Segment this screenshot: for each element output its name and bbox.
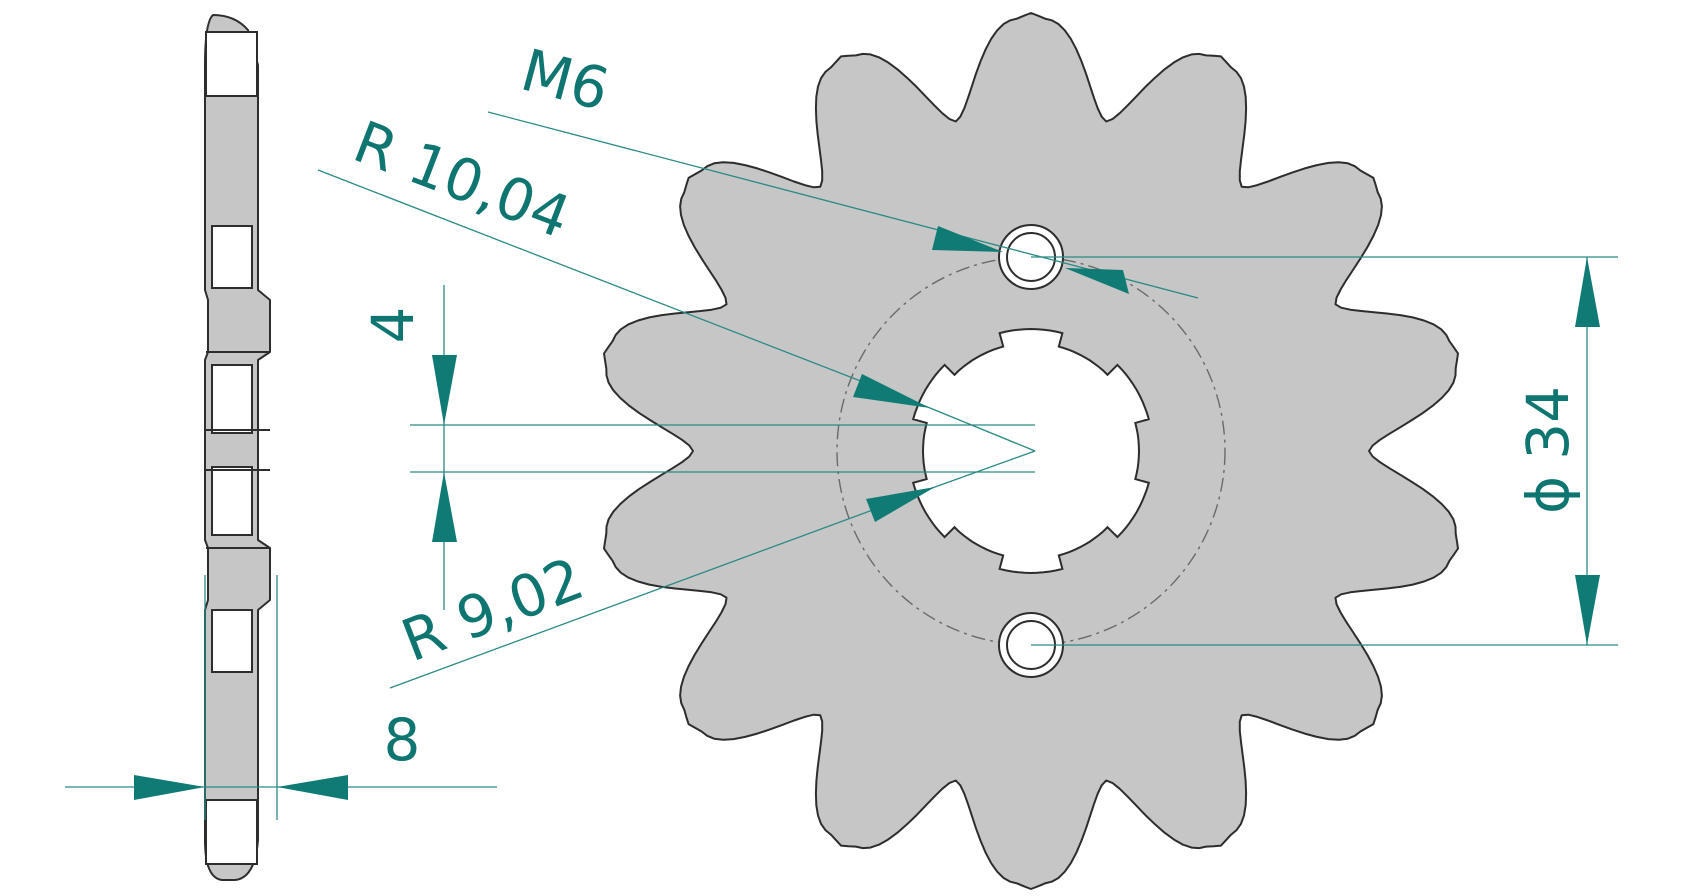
arrow-head	[1575, 575, 1600, 645]
front-view	[603, 12, 1459, 890]
spline-bore	[911, 327, 1151, 575]
side-view-tooth-tip-bottom	[205, 799, 258, 865]
pitch-diameter-value: 34	[1514, 386, 1582, 460]
arrow-head	[432, 355, 457, 425]
diameter-symbol: ϕ	[1514, 476, 1582, 514]
arrow-head	[853, 374, 930, 408]
key-width-label: 4	[359, 307, 427, 344]
dimension-key-width: 4	[359, 285, 1035, 610]
arrow-head	[134, 775, 205, 800]
thread-label: M6	[514, 36, 616, 124]
side-view-recess-4	[211, 609, 253, 673]
arrow-head	[432, 472, 457, 542]
outer-radius-label: R 10,04	[345, 108, 579, 252]
inner-radius-label: R 9,02	[393, 544, 593, 675]
side-view-tooth-tip-top	[205, 31, 258, 97]
arrow-head	[866, 487, 935, 522]
leader-line	[487, 111, 1199, 299]
leader-line	[317, 169, 931, 409]
side-view-profile	[204, 14, 271, 881]
thickness-label: 8	[384, 706, 421, 774]
side-view-recess-2	[211, 364, 253, 434]
leader-line	[934, 450, 1036, 488]
side-view-recess-1	[211, 225, 253, 289]
arrow-head	[1065, 268, 1129, 294]
arrow-head	[277, 775, 348, 800]
dimension-thickness: 8	[65, 575, 497, 820]
leader-line	[389, 486, 936, 689]
dimension-pitch-diameter: ϕ 34	[1031, 256, 1618, 646]
pitch-diameter-label: ϕ 34	[1514, 386, 1582, 514]
arrow-head	[932, 226, 1003, 252]
side-view	[204, 14, 271, 881]
side-view-recess-3	[211, 466, 253, 536]
arrow-head	[1575, 257, 1600, 327]
leader-line	[929, 407, 1036, 452]
